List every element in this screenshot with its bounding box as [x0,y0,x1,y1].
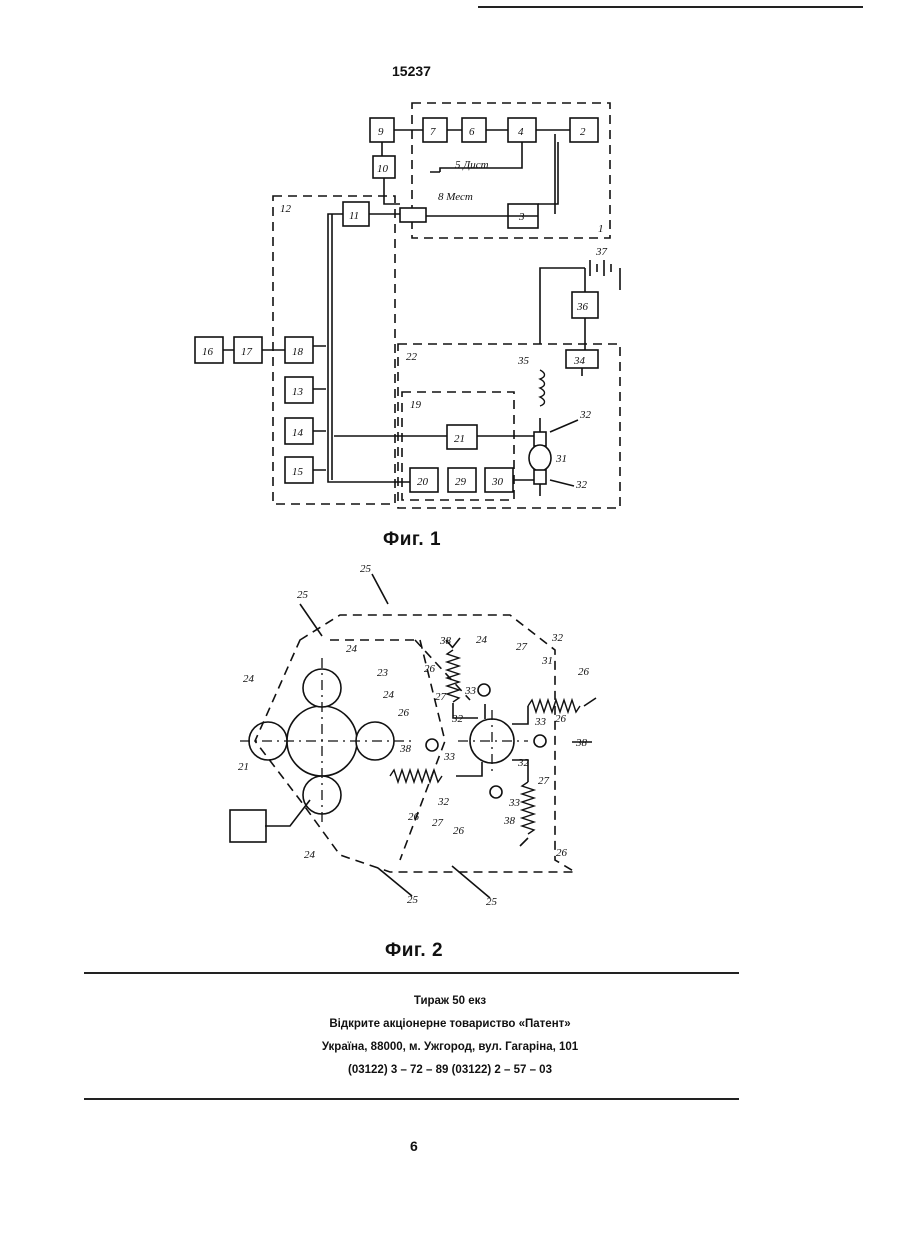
imprint-rule-bottom [84,1098,739,1100]
label-38-c: 38 [575,737,588,749]
label-16: 16 [202,346,214,358]
imprint-address: Україна, 88000, м. Ужгород, вул. Гагарін… [0,1041,900,1053]
label-6: 6 [469,126,475,138]
label-35: 35 [517,355,530,367]
label-11: 11 [349,210,359,222]
spring-28-bottom [522,782,534,834]
motor-brush-bottom [534,470,546,484]
label-2: 2 [580,126,586,138]
label-28-b: 26 [578,666,590,678]
battery-37 [590,260,611,276]
label-10: 10 [377,163,389,175]
label-26-d: 26 [453,825,465,837]
label-27-c: 27 [538,775,550,787]
label-29: 21 [454,433,465,445]
spring-28-right [528,700,580,712]
label-28-c: 26 [408,811,420,823]
figure-1-caption: Фиг. 1 [383,529,441,551]
label-22: 30 [491,476,504,488]
label-36: 36 [576,301,589,313]
label-9: 9 [378,126,384,138]
fig1-wires [223,130,620,496]
label-31: 31 [541,655,553,667]
label-12: 12 [280,203,292,215]
label-33-c: 33 [534,716,547,728]
label-24-right: 24 [383,689,395,701]
label-38-b: 38 [399,743,412,755]
label-21: 21 [238,761,249,773]
label-17: 17 [241,346,253,358]
label-14: 14 [292,427,304,439]
roller-26-b [478,684,490,696]
label-38-d: 38 [503,815,516,827]
label-20: 20 [417,476,429,488]
label-24-bottom: 24 [304,849,316,861]
label-26-a: 24 [476,634,488,646]
label-30: 22 [406,351,418,363]
label-27-b: 27 [435,691,447,703]
label-7: 7 [430,126,436,138]
roller-26-a [426,739,438,751]
motor-brush-top [534,432,546,446]
label-32-d: 32 [437,796,450,808]
label-33-b: 33 [443,751,456,763]
label-26-c: 26 [555,713,567,725]
label-32-c: 32 [517,757,530,769]
imprint-rule-top [84,972,739,974]
label-dist: 5 Дист [455,159,489,171]
figure-2-caption: Фиг. 2 [385,940,443,962]
label-31: 31 [555,453,567,465]
roller-26-d [490,786,502,798]
label-19: 19 [410,399,422,411]
imprint-phones: (03122) 3 – 72 – 89 (03122) 2 – 57 – 03 [0,1064,900,1076]
label-28-d: 26 [556,847,568,859]
imprint-circulation: Тираж 50 екз [0,995,900,1007]
motor-31 [529,445,551,471]
label-3: 3 [518,211,525,223]
label-25-top: 25 [360,563,372,575]
switch-8 [400,208,426,222]
label-25-br: 25 [486,896,498,908]
label-26-b: 26 [398,707,410,719]
label-24-left: 24 [243,673,255,685]
label-38-a: 38 [439,635,452,647]
label-27-d: 27 [432,817,444,829]
imprint-publisher: Відкрите акціонерне товариство «Патент» [0,1018,900,1030]
label-32-b: 32 [451,713,464,725]
block-21-fig2 [230,810,266,842]
label-34: 34 [573,355,586,367]
page-number: 6 [410,1138,418,1154]
spring-28-left [390,770,442,782]
label-33-a: 33 [464,685,477,697]
label-4: 4 [518,126,524,138]
label-23: 23 [377,667,389,679]
label-18: 18 [292,346,304,358]
label-32b: 32 [575,479,588,491]
label-mest: 8 Мест [438,191,473,203]
label-1: 1 [598,223,604,235]
roller-26-c [534,735,546,747]
label-28-a: 26 [424,663,436,675]
label-27-a: 27 [516,641,528,653]
label-21: 29 [455,476,467,488]
label-24-top: 24 [346,643,358,655]
coil-35 [540,370,545,406]
label-32-a: 32 [551,632,564,644]
label-37: 37 [595,246,608,258]
label-25-left: 25 [297,589,309,601]
label-32a: 32 [579,409,592,421]
label-33-d: 33 [508,797,521,809]
label-25-bl: 25 [407,894,419,906]
label-15: 15 [292,466,304,478]
label-13: 13 [292,386,304,398]
